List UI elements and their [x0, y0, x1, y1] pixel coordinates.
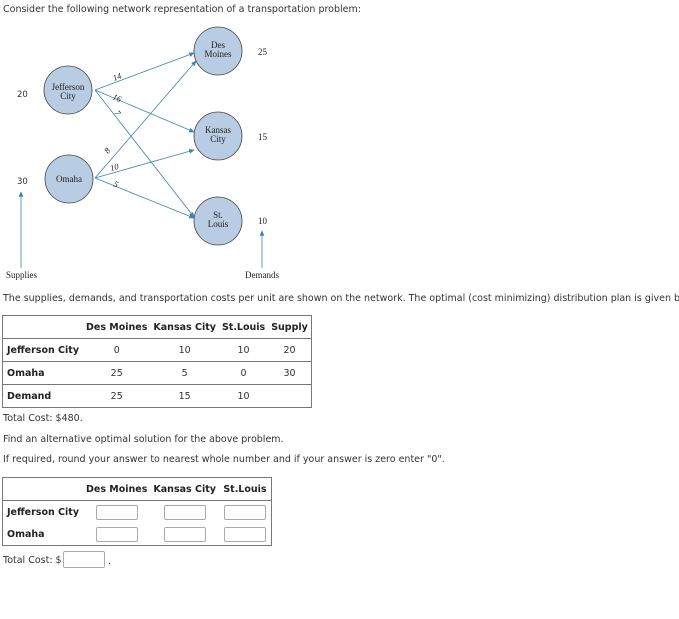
column-header: St.Louis [223, 483, 267, 495]
table-cell [268, 384, 312, 408]
table-cell: 20 [268, 338, 312, 362]
table-cell: 30 [268, 361, 312, 385]
column-header: Supply [271, 321, 308, 333]
table-cell [219, 523, 272, 546]
node-jefferson-city [43, 65, 93, 115]
demand-value: 15 [258, 132, 268, 142]
demand-value: 10 [258, 216, 268, 226]
answer-input-jefferson-kansas-city[interactable] [163, 504, 206, 520]
node-des-moines [193, 26, 243, 76]
demands-label: Demands [245, 270, 279, 280]
table-row: Omaha 25 5 0 30 [2, 361, 312, 385]
answer-input-jefferson-st-louis[interactable] [223, 504, 266, 520]
node-label: Moines [205, 49, 232, 59]
arc-cost-label: 14 [111, 70, 123, 83]
node-omaha [44, 154, 94, 204]
table-row-demand: Demand 25 15 10 [2, 384, 312, 408]
column-header: Des Moines [86, 321, 148, 333]
node-label: Kansas [205, 125, 231, 135]
table-cell: 15 [150, 384, 219, 408]
arc-omaha-des-moines [94, 60, 197, 179]
table-cell: 10 [218, 338, 269, 362]
node-label: Des [211, 40, 225, 50]
total-cost-prompt: Total Cost: $ [3, 555, 62, 566]
node-label: Omaha [56, 174, 82, 184]
node-label: City [210, 134, 226, 144]
table-cell: 10 [150, 338, 219, 362]
row-header: Jefferson City [2, 338, 84, 362]
answer-input-omaha-des-moines[interactable] [95, 526, 138, 542]
trailing-period: . [108, 556, 112, 567]
column-header: Kansas City [153, 321, 216, 333]
node-kansas-city [193, 111, 243, 161]
column-header: Kansas City [153, 483, 216, 495]
table-cell: 25 [83, 361, 151, 385]
supply-value: 30 [17, 177, 28, 187]
column-header: Des Moines [86, 483, 148, 495]
table-row: Jefferson City 0 10 10 20 [2, 338, 312, 362]
node-label: St. [213, 210, 223, 220]
table-cell [218, 500, 272, 523]
arc-omaha-kansas-city [94, 148, 195, 179]
table-cell [150, 523, 219, 546]
answer-input-jefferson-des-moines[interactable] [95, 504, 138, 520]
transportation-network-diagram: 14 16 7 8 10 5 Jefferson City Omaha Des … [6, 26, 279, 280]
row-header: Demand [2, 384, 84, 408]
arc-cost-label: 5 [112, 179, 120, 190]
question-text: Find an alternative optimal solution for… [3, 434, 284, 445]
optimal-plan-table: Des Moines Kansas City St.Louis Supply J… [2, 315, 312, 408]
table-cell [83, 500, 151, 523]
table-corner [3, 316, 84, 339]
node-label: Louis [208, 219, 229, 229]
arc-cost-label: 7 [112, 108, 123, 118]
table-cell: 0 [218, 361, 269, 385]
intro-text: Consider the following network represent… [3, 4, 361, 15]
table-corner [3, 478, 84, 501]
arc-cost-label: 8 [102, 145, 113, 155]
row-header: Jefferson City [2, 500, 84, 523]
node-label: Jefferson [52, 82, 85, 92]
row-header: Omaha [7, 528, 45, 540]
arc-jefferson-des-moines [94, 52, 195, 91]
table-row: Omaha [3, 523, 272, 546]
table-cell [150, 500, 219, 523]
row-header: Omaha [2, 361, 84, 385]
arc-cost-label: 10 [109, 161, 121, 173]
instruction-text: If required, round your answer to neares… [3, 454, 445, 465]
table-cell: 25 [83, 384, 151, 408]
arc-jefferson-st-louis [94, 89, 195, 218]
table-cell: 5 [150, 361, 219, 385]
total-cost-text: Total Cost: $480. [3, 413, 83, 424]
demand-value: 25 [258, 47, 268, 57]
table-row: Jefferson City [2, 500, 272, 523]
table-cell [83, 523, 150, 546]
table-header-row: Des Moines Kansas City St.Louis Supply [3, 316, 312, 339]
answer-input-omaha-st-louis[interactable] [223, 526, 266, 542]
arc-jefferson-kansas-city [94, 89, 195, 133]
total-cost-input[interactable] [63, 551, 105, 568]
table-header-row: Des Moines Kansas City St.Louis [3, 478, 272, 501]
column-header: St.Louis [221, 321, 266, 333]
answer-input-omaha-kansas-city[interactable] [163, 526, 206, 542]
node-st-louis [193, 196, 243, 246]
description-text: The supplies, demands, and transportatio… [3, 293, 679, 304]
supply-value: 20 [17, 90, 28, 100]
answer-table: Des Moines Kansas City St.Louis Jefferso… [2, 477, 272, 546]
arc-omaha-st-louis [94, 177, 195, 219]
table-cell: 10 [218, 384, 269, 408]
supplies-label: Supplies [6, 270, 38, 280]
table-cell: 0 [83, 338, 151, 362]
arc-cost-label: 16 [111, 92, 123, 105]
node-label: City [60, 91, 76, 101]
